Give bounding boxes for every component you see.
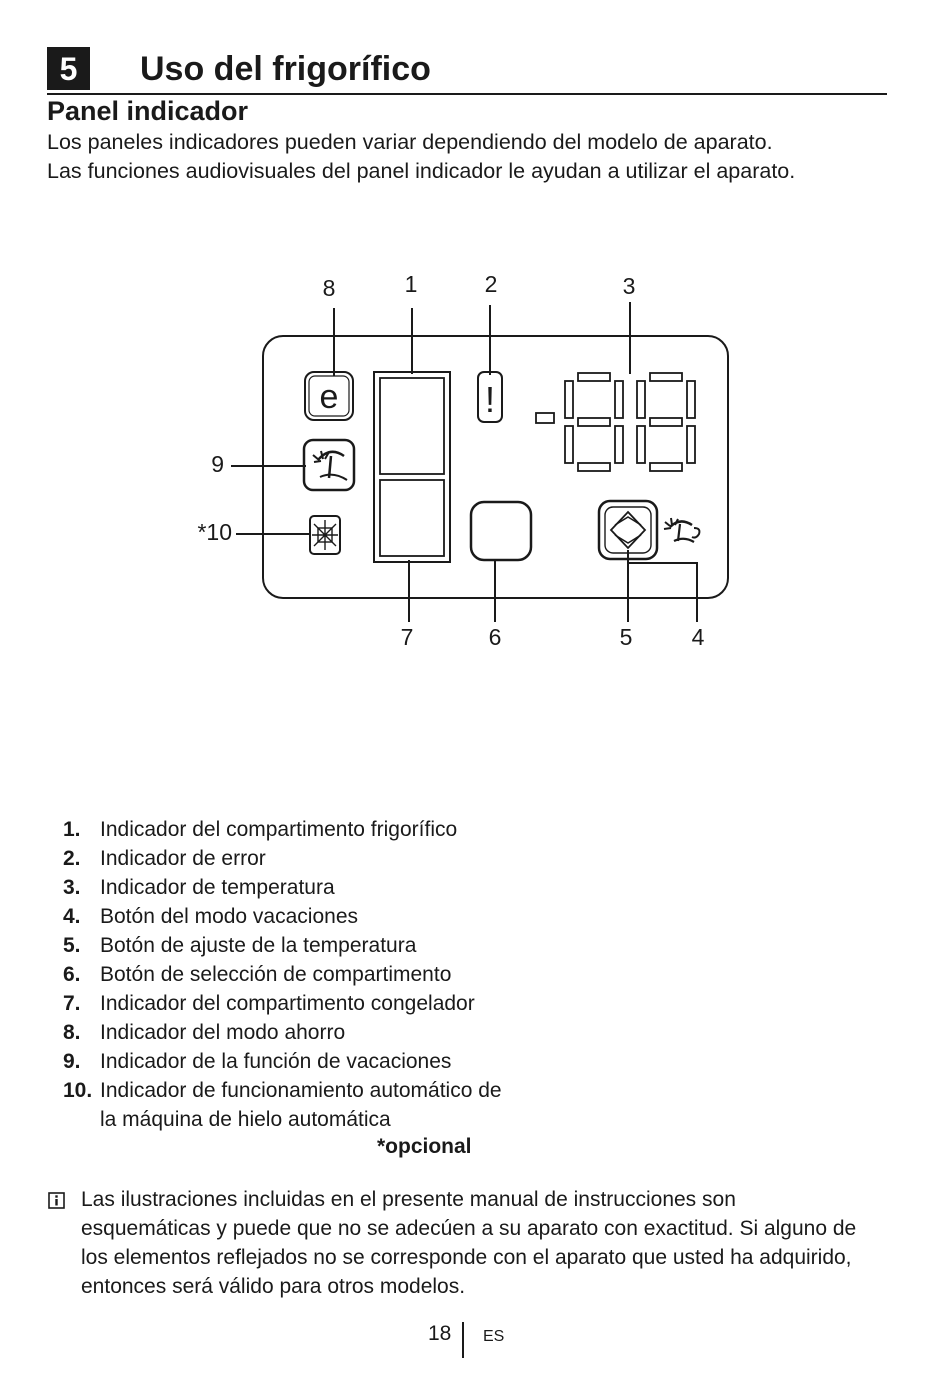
callout-9: 9 [211, 451, 224, 477]
legend-list: 1.Indicador del compartimento frigorífic… [63, 815, 502, 1134]
section-number: 5 [47, 47, 90, 90]
note-line: Las ilustraciones incluidas en el presen… [81, 1188, 736, 1211]
callout-3: 3 [623, 273, 636, 299]
note-line: esquemáticas y puede que no se adecúen a… [81, 1217, 857, 1240]
language-code: ES [483, 1328, 505, 1345]
digit-segment [636, 425, 646, 464]
page-number: 18 [428, 1322, 452, 1345]
callout-lines [231, 302, 698, 622]
freezer-compartment-indicator [379, 479, 445, 557]
callout-10: *10 [197, 519, 232, 545]
callout-6: 6 [489, 624, 502, 650]
note-line: los elementos reflejados no se correspon… [81, 1246, 852, 1269]
digit-segment [636, 380, 646, 419]
digit-segment [564, 425, 574, 464]
digit-segment [577, 417, 611, 427]
fridge-compartment-indicator [379, 377, 445, 475]
section-header: 5 Uso del frigorífico [47, 47, 887, 95]
legend-item-continued: la máquina de hielo automática [100, 1108, 391, 1131]
legend-item: 7.Indicador del compartimento congelador [63, 992, 475, 1015]
footer-divider [462, 1322, 464, 1358]
section-title: Uso del frigorífico [140, 50, 431, 88]
optional-note: *opcional [377, 1135, 472, 1158]
digit-segment [564, 380, 574, 419]
callout-7: 7 [401, 624, 414, 650]
temperature-digits [564, 372, 696, 472]
callout-numbers: 8 1 2 3 9 *10 7 6 5 4 [197, 271, 704, 650]
legend-item: 6.Botón de selección de compartimento [63, 963, 452, 986]
legend-item: 8.Indicador del modo ahorro [63, 1021, 346, 1044]
vacation-function-icon [302, 438, 356, 492]
digit-segment [649, 372, 683, 382]
legend-item: 3.Indicador de temperatura [63, 876, 335, 899]
legend-item: 9.Indicador de la función de vacaciones [63, 1050, 452, 1073]
eco-letter: e [320, 378, 339, 416]
ice-maker-icon [309, 515, 341, 555]
digit-segment [686, 425, 696, 464]
legend-item: 10.Indicador de funcionamiento automátic… [63, 1079, 502, 1102]
callout-2: 2 [485, 271, 498, 297]
digit-segment [686, 380, 696, 419]
intro-line: Los paneles indicadores pueden variar de… [47, 130, 773, 154]
compartment-select-button[interactable] [469, 500, 533, 562]
vacation-mode-button[interactable] [663, 517, 701, 543]
legend-item: 5.Botón de ajuste de la temperatura [63, 934, 417, 957]
error-symbol: ! [485, 379, 495, 420]
digit-segment [649, 417, 683, 427]
digit-segment [614, 380, 624, 419]
legend-item: 2.Indicador de error [63, 847, 266, 870]
eco-mode-icon: e [304, 371, 354, 421]
legend-item: 4.Botón del modo vacaciones [63, 905, 358, 928]
callout-4: 4 [692, 624, 705, 650]
note-line: entonces será válido para otros modelos. [81, 1275, 466, 1298]
callout-5: 5 [620, 624, 633, 650]
intro-paragraph: Los paneles indicadores pueden variar de… [47, 128, 795, 186]
error-icon: ! [477, 371, 503, 423]
indicator-panel-diagram: e ! [197, 271, 729, 650]
minus-segment [535, 412, 555, 424]
disclaimer-note: Las ilustraciones incluidas en el presen… [81, 1185, 856, 1301]
legend-item: 1.Indicador del compartimento frigorífic… [63, 818, 458, 841]
digit-segment [649, 462, 683, 472]
digit-segment [614, 425, 624, 464]
digit-segment [577, 462, 611, 472]
panel-outline [262, 335, 729, 599]
compartment-indicator [373, 371, 451, 563]
callout-8: 8 [323, 275, 336, 301]
info-icon [48, 1192, 65, 1209]
intro-line: Las funciones audiovisuales del panel in… [47, 159, 796, 183]
callout-1: 1 [405, 271, 418, 297]
digit-segment [577, 372, 611, 382]
subheading: Panel indicador [47, 96, 249, 126]
